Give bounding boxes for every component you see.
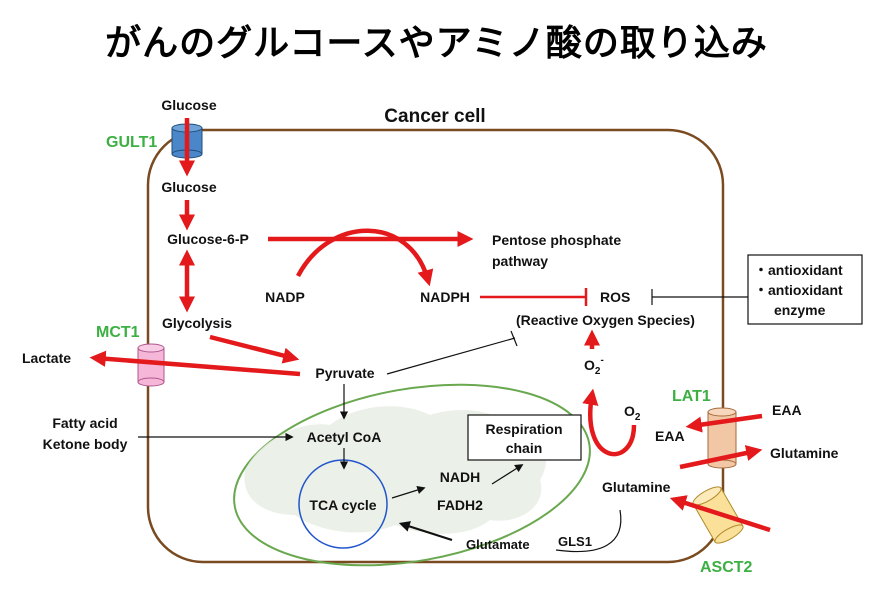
fatty-acid: Fatty acid bbox=[52, 415, 117, 431]
glutamine-inside: Glutamine bbox=[602, 479, 671, 495]
mct1-label: MCT1 bbox=[96, 324, 140, 341]
ketone-body: Ketone body bbox=[43, 436, 128, 452]
arrow-glutamine-export bbox=[679, 445, 763, 470]
tca-cycle-circle bbox=[298, 459, 388, 549]
glucose-6-p: Glucose-6-P bbox=[167, 231, 249, 247]
arrow-glutamate-tca bbox=[398, 521, 453, 542]
arrow-nadh-resp bbox=[491, 464, 524, 485]
arrow-nadp-nadph bbox=[296, 228, 434, 287]
arrow-eaa-import bbox=[685, 413, 763, 433]
eaa-outside: EAA bbox=[772, 402, 802, 418]
respiration-chain-box bbox=[467, 414, 582, 461]
nadph: NADPH bbox=[420, 289, 470, 305]
tca-cycle-label: TCA cycle bbox=[309, 497, 376, 513]
lactate: Lactate bbox=[22, 350, 71, 366]
arrow-lactate-export bbox=[89, 350, 301, 377]
black-lines bbox=[138, 289, 748, 553]
arrow-gls1 bbox=[555, 509, 622, 553]
arrow-tca-nadh bbox=[391, 485, 426, 499]
antioxidant-box bbox=[747, 254, 863, 325]
acetyl-coa: Acetyl CoA bbox=[307, 429, 382, 445]
nadph-ros-inhibition bbox=[480, 288, 588, 306]
glycolysis: Glycolysis bbox=[162, 315, 232, 331]
glucose-inside: Glucose bbox=[161, 179, 216, 195]
ros-full: (Reactive Oxygen Species) bbox=[516, 312, 695, 328]
red-arrows bbox=[89, 118, 771, 533]
antioxidant-line3: enzyme bbox=[774, 302, 826, 318]
mitochondrion bbox=[233, 383, 591, 567]
eaa-inside: EAA bbox=[655, 428, 685, 444]
gls1: GLS1 bbox=[558, 534, 592, 549]
glutamate: Glutamate bbox=[466, 537, 530, 552]
page-title: がんのグルコースやアミノ酸の取り込み bbox=[105, 23, 768, 64]
respiration-line2: chain bbox=[506, 440, 543, 456]
arrow-glycolysis-pyruvate bbox=[209, 334, 300, 364]
antioxidant-line1: ・antioxidant bbox=[754, 262, 843, 278]
pyruvate-ros-inhibition bbox=[386, 337, 516, 375]
lat1-label: LAT1 bbox=[672, 388, 711, 405]
ppp-line1: Pentose phosphate bbox=[492, 232, 621, 248]
asct2-label: ASCT2 bbox=[700, 559, 753, 576]
superoxide: O2- bbox=[584, 355, 604, 377]
arrow-o2-superoxide bbox=[582, 388, 637, 457]
fadh2: FADH2 bbox=[437, 497, 483, 513]
ros: ROS bbox=[600, 289, 630, 305]
arrow-glutamine-import bbox=[669, 495, 771, 533]
ppp-line2: pathway bbox=[492, 253, 548, 269]
glut1-label: GULT1 bbox=[106, 134, 157, 151]
glutamine-outside: Glutamine bbox=[770, 445, 839, 461]
glucose-outside: Glucose bbox=[161, 97, 216, 113]
cell-label: Cancer cell bbox=[384, 106, 485, 127]
antioxidant-line2: ・antioxidant bbox=[754, 282, 843, 298]
respiration-line1: Respiration bbox=[485, 421, 562, 437]
nadp: NADP bbox=[265, 289, 305, 305]
pyruvate: Pyruvate bbox=[315, 365, 374, 381]
nadh: NADH bbox=[440, 469, 480, 485]
o2: O2 bbox=[624, 403, 641, 423]
